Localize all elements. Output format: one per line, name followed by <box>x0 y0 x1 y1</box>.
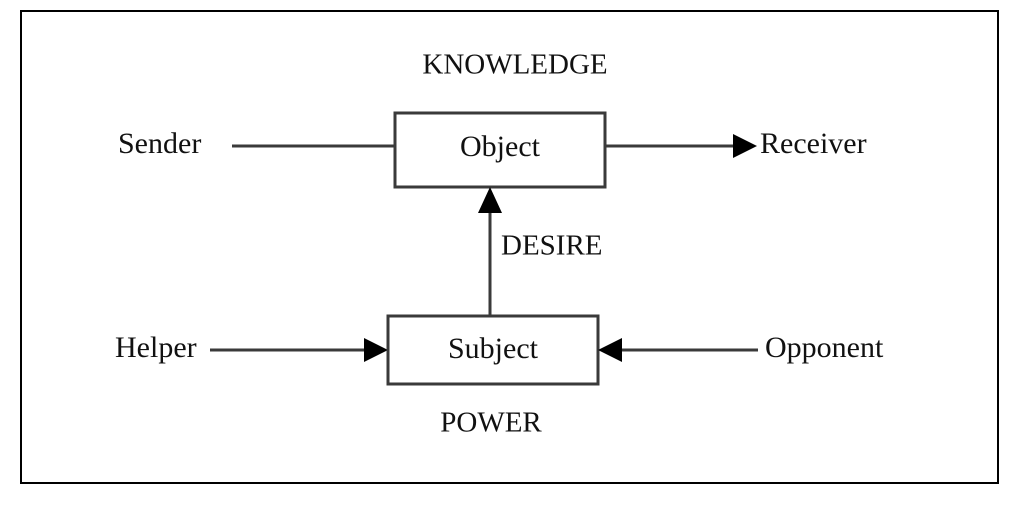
actant-label-opponent: Opponent <box>765 331 884 364</box>
node-box-subject <box>386 314 600 386</box>
arrowhead-receiver-icon <box>733 134 757 158</box>
arrowhead-helper-icon <box>364 338 388 362</box>
axis-label-knowledge: KNOWLEDGE <box>422 49 607 81</box>
diagram-frame <box>20 10 999 484</box>
node-label-subject: Subject <box>448 332 539 365</box>
actant-label-sender: Sender <box>118 127 201 160</box>
arrowhead-desire-icon <box>478 187 502 213</box>
node-label-object: Object <box>460 130 541 163</box>
actant-label-helper: Helper <box>115 331 197 364</box>
actant-label-receiver: Receiver <box>760 127 867 160</box>
axis-label-desire: DESIRE <box>501 230 603 262</box>
node-box-object <box>393 111 607 189</box>
arrowhead-opponent-icon <box>598 338 622 362</box>
axis-label-power: POWER <box>440 407 542 439</box>
